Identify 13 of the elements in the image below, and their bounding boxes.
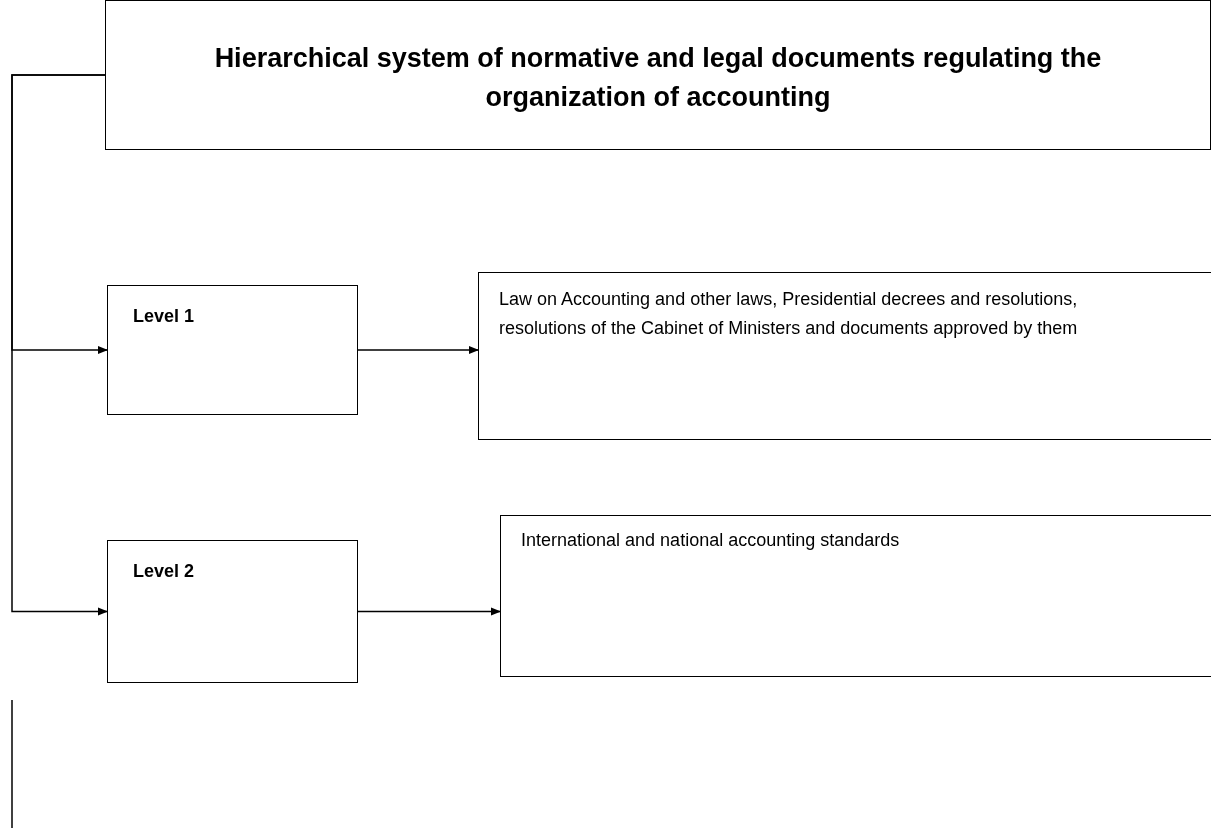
- description-text: Law on Accounting and other laws, Presidential decrees and resolutions, resolutions of the Cabinet of Ministers and documents approved by them: [499, 288, 1079, 340]
- title-box: [105, 0, 1211, 150]
- level-label: Level 2: [133, 561, 196, 582]
- arrow: [357, 346, 479, 354]
- level-label: Level 1: [133, 306, 196, 327]
- level-box: [107, 540, 358, 683]
- description-box: [500, 515, 1211, 677]
- arrow: [11, 74, 108, 616]
- description-box: [478, 272, 1211, 440]
- level-box: [107, 285, 358, 415]
- heading-text: Hierarchical system of normative and legal documents regulating the organization of accounting: [213, 42, 1103, 115]
- description-text: International and national accounting standards: [521, 530, 901, 551]
- arrow: [357, 607, 501, 616]
